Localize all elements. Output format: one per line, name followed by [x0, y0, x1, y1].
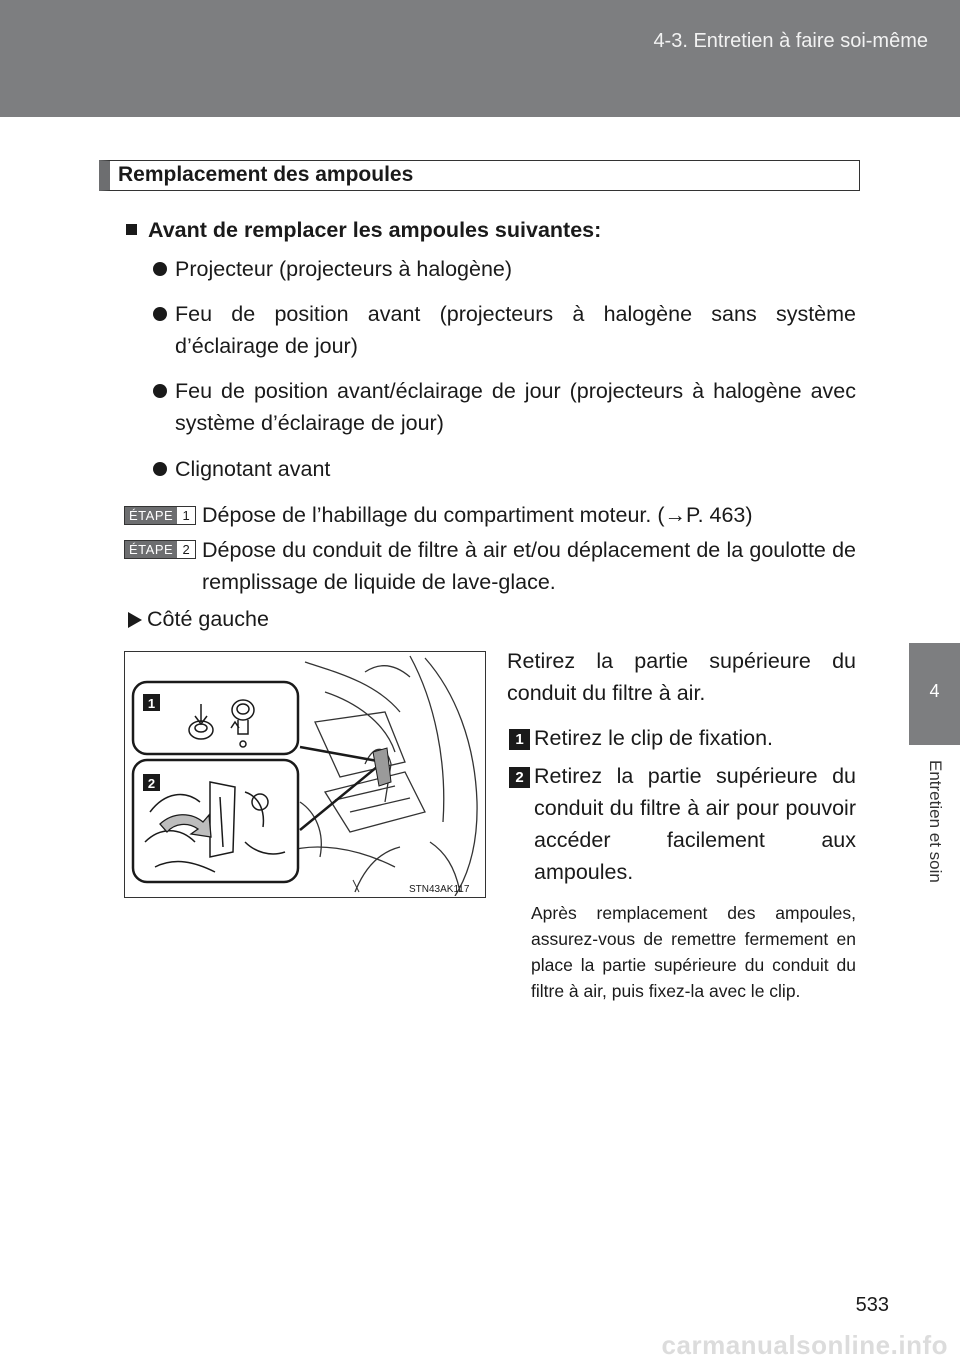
subheading: Avant de remplacer les ampoules suivante… — [148, 218, 602, 242]
chapter-label: Entretien et soin — [926, 760, 945, 883]
page-header: 4-3. Entretien à faire soi-même — [0, 0, 960, 117]
bullet-dot-icon — [153, 262, 167, 276]
step-label: ÉTAPE — [125, 507, 178, 524]
chapter-tab-label: Entretien et soin — [910, 760, 960, 910]
bullet-item: Feu de position avant/éclairage de jour … — [175, 379, 856, 435]
engine-bay-drawing: 1 2 STN43AK117 — [131, 655, 478, 897]
bullet-dot-icon — [153, 384, 167, 398]
bullet-item: Feu de position avant (projecteurs à hal… — [175, 302, 856, 358]
substep-number: 1 — [515, 731, 524, 748]
section-title: Remplacement des ampoules — [118, 163, 414, 186]
bullet-item: Projecteur (projecteurs à halogène) — [175, 257, 513, 281]
bullet-dot-icon — [153, 462, 167, 476]
bullet-dot-icon — [153, 307, 167, 321]
callout-label: 1 — [148, 696, 155, 711]
substep-text: Retirez le clip de fixation. — [534, 726, 773, 750]
step-text: Dépose du conduit de filtre à air et/ou … — [202, 538, 856, 594]
note-text: Après remplacement des ampoules, assurez… — [531, 903, 856, 1001]
side-heading: Côté gauche — [147, 607, 269, 631]
step-text: Dépose de l’habillage du compartiment mo… — [202, 503, 753, 527]
step-badge: ÉTAPE 2 — [124, 540, 196, 559]
step-number: 2 — [182, 542, 190, 557]
watermark-text: carmanualsonline.info — [661, 1330, 948, 1360]
figure-code: STN43AK117 — [409, 884, 470, 895]
substep-number-badge: 2 — [509, 767, 530, 788]
chapter-tab: 4 — [909, 643, 960, 745]
substep-number-badge: 1 — [509, 729, 530, 750]
bullet-item: Clignotant avant — [175, 457, 331, 481]
section-title-box: Remplacement des ampoules — [99, 160, 860, 191]
step-number: 1 — [182, 508, 190, 523]
substep-number: 2 — [515, 769, 524, 786]
watermark: carmanualsonline.info — [0, 1327, 960, 1362]
engine-bay-illustration: 1 2 STN43AK117 — [124, 651, 486, 898]
step-label: ÉTAPE — [125, 541, 178, 558]
page-number: 533 — [855, 1294, 889, 1316]
instruction-text: Retirez la partie supérieure du conduit … — [507, 649, 856, 705]
callout-label: 2 — [148, 776, 155, 791]
triangle-pointer-icon — [128, 612, 142, 628]
square-bullet-icon — [126, 224, 137, 235]
step-badge: ÉTAPE 1 — [124, 506, 196, 525]
substep-text: Retirez la partie supérieure du conduit … — [534, 764, 856, 884]
chapter-section-title: 4-3. Entretien à faire soi-même — [653, 30, 928, 52]
chapter-number: 4 — [929, 681, 940, 701]
